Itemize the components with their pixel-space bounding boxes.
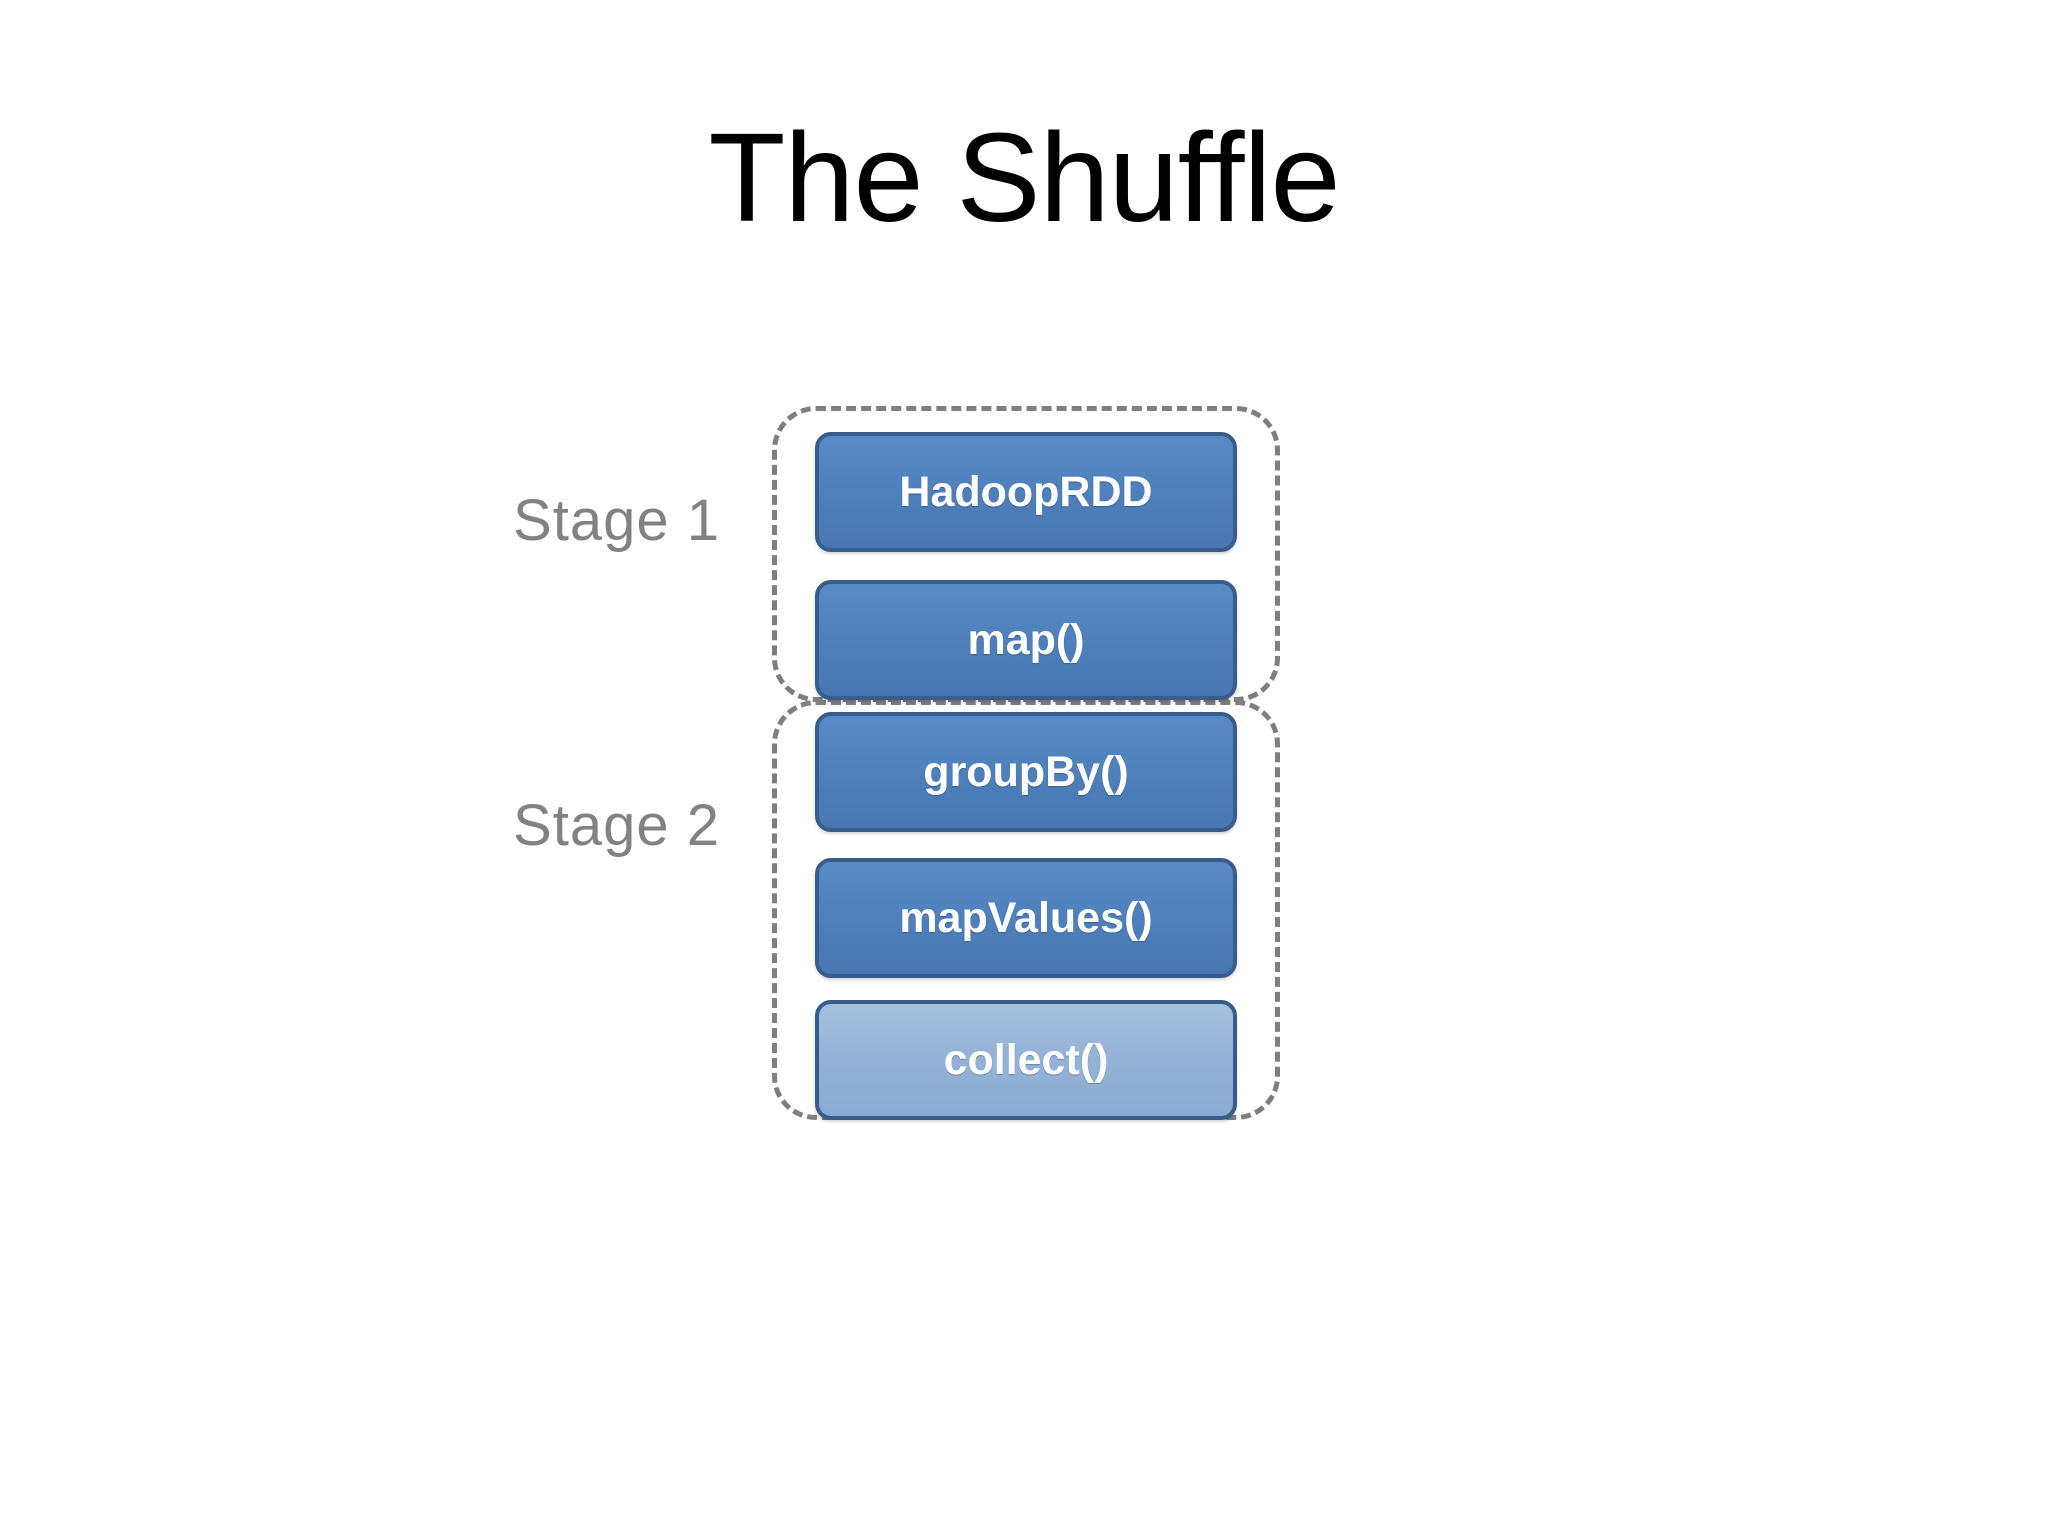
- operation-box-groupby: groupBy(): [815, 712, 1237, 832]
- operation-box-mapvalues: mapValues(): [815, 858, 1237, 978]
- stage-label-1: Stage 1: [513, 488, 720, 553]
- page-title: The Shuffle: [708, 107, 1340, 248]
- operation-box-map: map(): [815, 580, 1237, 700]
- operation-box-collect: collect(): [815, 1000, 1237, 1120]
- operation-box-hadooprdd: HadoopRDD: [815, 432, 1237, 552]
- stage-label-2: Stage 2: [513, 793, 720, 858]
